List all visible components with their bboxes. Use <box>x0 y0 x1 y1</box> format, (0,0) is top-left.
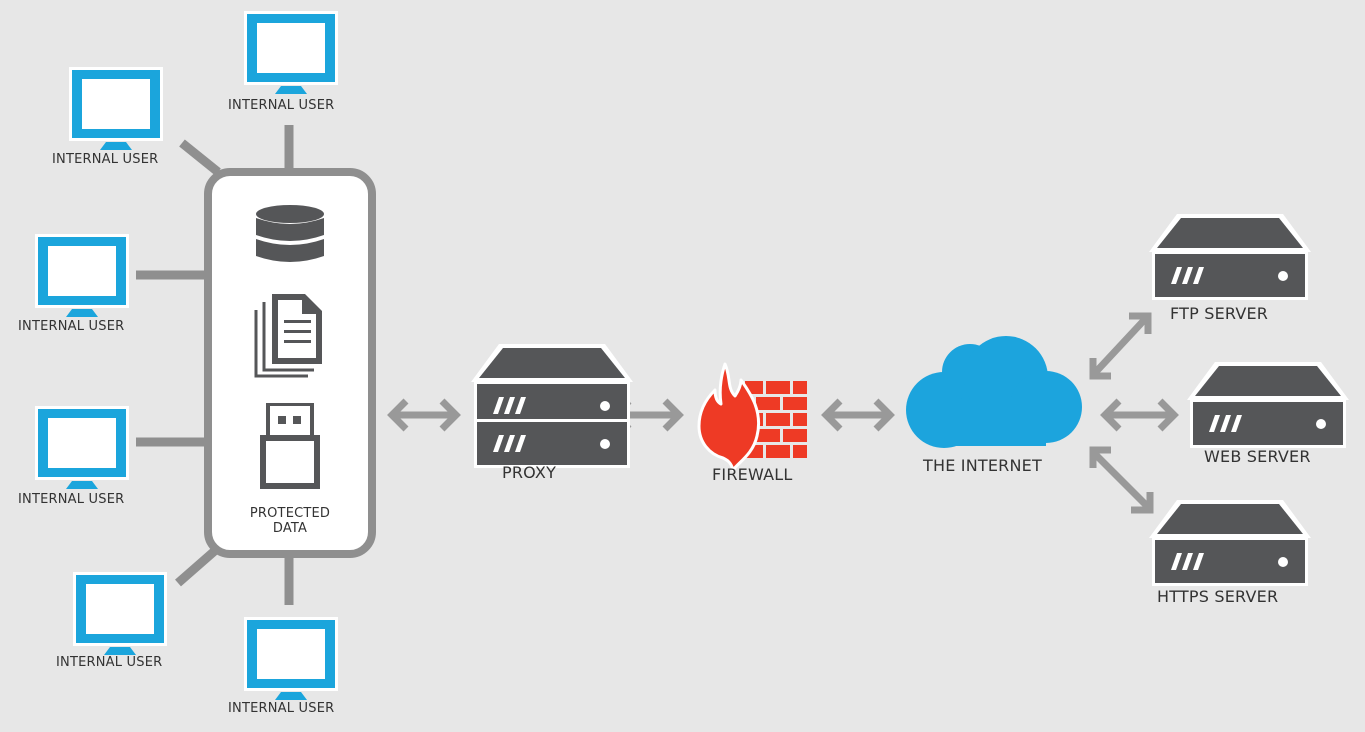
internal-user-monitor-6 <box>244 617 338 700</box>
ftp-server-icon <box>1149 214 1311 300</box>
internal-user-monitor-5 <box>73 572 167 655</box>
protected-data-label: PROTECTED DATA <box>232 506 348 536</box>
connector-user-bottom-left <box>175 544 221 587</box>
internal-user-label-2: INTERNAL USER <box>228 98 335 113</box>
cloud-icon <box>906 336 1082 448</box>
internal-user-monitor-1 <box>69 67 163 150</box>
arrow-internet-ftp <box>1089 312 1152 380</box>
arrow-firewall-internet <box>821 398 895 432</box>
usb-drive-icon <box>260 403 320 489</box>
https-server-label: HTTPS SERVER <box>1157 587 1279 606</box>
monitor-icon <box>244 11 338 94</box>
monitor-icon <box>35 406 129 489</box>
proxy-label: PROXY <box>502 463 557 482</box>
internal-user-monitor-3 <box>35 234 129 317</box>
proxy-server-stack-icon <box>471 344 633 468</box>
web-server-icon <box>1187 362 1349 448</box>
internal-user-label-5: INTERNAL USER <box>56 655 163 670</box>
arrow-internet-https <box>1089 446 1154 514</box>
monitor-icon <box>69 67 163 150</box>
connector-user-top-left <box>179 139 221 176</box>
the-internet-label: THE INTERNET <box>923 456 1042 475</box>
database-icon <box>256 205 324 262</box>
firewall-icon <box>697 362 807 472</box>
monitor-icon <box>73 572 167 655</box>
flame <box>697 362 760 472</box>
protected-data-box <box>204 168 376 558</box>
internal-user-label-4: INTERNAL USER <box>18 492 125 507</box>
web-server-label: WEB SERVER <box>1204 447 1311 466</box>
arrow-data-proxy <box>387 398 461 432</box>
internal-user-label-1: INTERNAL USER <box>52 152 159 167</box>
monitor-icon <box>35 234 129 317</box>
https-server-icon <box>1149 500 1311 586</box>
documents-icon <box>254 294 322 378</box>
ftp-server-label: FTP SERVER <box>1170 304 1269 323</box>
internal-user-label-6: INTERNAL USER <box>228 701 335 716</box>
monitor-icon <box>244 617 338 700</box>
arrow-internet-web <box>1100 398 1179 432</box>
user-connectors <box>136 125 294 605</box>
protected-data-label-line1: PROTECTED <box>249 506 331 521</box>
internal-user-label-3: INTERNAL USER <box>18 319 125 334</box>
protected-data-label-line2: DATA <box>272 521 308 536</box>
internal-user-monitor-4 <box>35 406 129 489</box>
firewall-label: FIREWALL <box>712 465 793 484</box>
internal-user-monitor-2 <box>244 11 338 94</box>
